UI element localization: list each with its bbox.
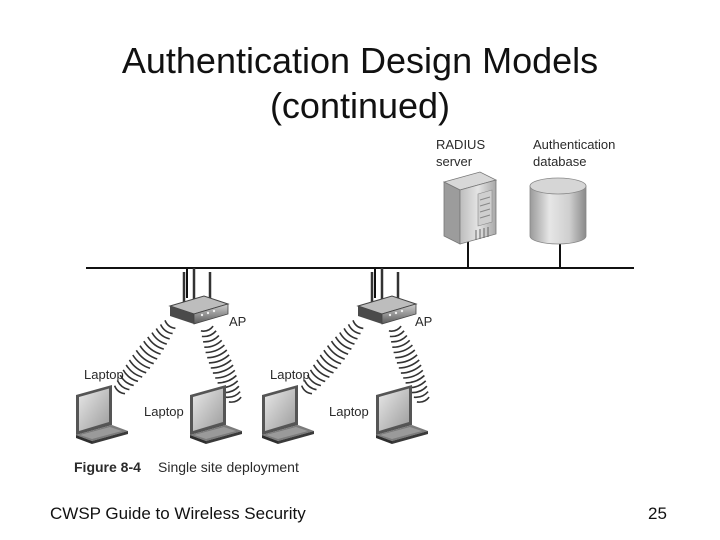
page-number: 25 [648,504,667,523]
signal-wave-arc [159,324,173,335]
signal-wave-arc [210,359,232,369]
signal-wave-arc [339,332,355,345]
signal-wave-arc [393,344,413,354]
radius-label-line1: RADIUS [436,137,485,152]
signal-wave-arc [330,340,349,355]
signal-wave-arc [403,369,424,379]
ap-label-2: AP [415,314,432,329]
signal-wave-arc [139,345,158,360]
signal-wave-arc [400,364,422,374]
signal-wave-arc [113,385,126,395]
signal-wave-arc [391,334,408,343]
signal-wave-arc [312,364,330,378]
laptop-icon-2 [190,385,242,444]
signal-wave-arc [300,385,313,395]
access-point-icon-1 [168,266,230,326]
slide-footer: CWSP Guide to Wireless Security [50,504,306,523]
signal-wave-arc [225,391,241,399]
signal-wave-arc [205,344,225,354]
laptop-label-2: Laptop [144,404,184,419]
signal-wave-arc [413,391,429,399]
auth-label-line2: database [533,154,587,169]
signal-wave-arc [204,339,223,349]
signal-wave-arc [347,323,361,335]
signal-wave-arc [398,359,420,369]
radius-server-icon [442,171,498,245]
signal-wave-arc [116,380,130,391]
signal-wave-arc [228,396,242,403]
slide-title: Authentication Design Models (continued) [0,38,720,128]
signal-wave-arc [147,336,165,350]
laptop-icon-1 [76,385,128,444]
signal-wave-arc [151,332,168,345]
signal-wave-arc [132,354,151,370]
signal-wave-arc [389,330,405,338]
signal-wave-arc [128,359,147,374]
laptop-icon-4 [376,385,428,444]
access-point-icon-2 [356,266,418,326]
signal-wave-arc [405,374,425,384]
signal-wave-arc [326,345,345,360]
signal-wave-arc [208,354,230,364]
signal-wave-arc [119,374,134,387]
signal-wave-arc [395,349,416,359]
radius-label-line2: server [436,154,473,169]
signal-wave-arc [343,328,358,340]
signal-wave-arc [309,369,326,383]
signal-wave-arc [125,364,143,378]
signal-wave-arc [396,354,418,364]
auth-label-line1: Authentication [533,137,615,152]
signal-wave-arc [352,319,364,330]
signal-wave-arc [411,385,428,394]
signal-wave-arc [212,364,234,374]
signal-wave-arc [207,349,228,359]
database-cylinder-icon [529,177,587,245]
signal-wave-arc [323,349,342,365]
signal-wave-arc [122,369,139,383]
wireless-signal-waves [113,319,430,403]
signal-wave-arc [306,374,322,387]
signal-wave-arc [201,330,217,338]
signal-wave-arc [416,396,430,403]
signal-wave-arc [319,354,338,370]
signal-wave-arc [164,319,176,330]
signal-wave-arc [200,325,214,332]
laptop-label-4: Laptop [329,404,369,419]
signal-wave-arc [316,359,334,374]
signal-wave-arc [215,369,236,379]
signal-wave-arc [155,328,170,340]
slide-title-line2: (continued) [269,85,451,126]
signal-wave-arc [143,340,161,355]
ap-label-1: AP [229,314,246,329]
signal-wave-arc [303,379,317,391]
figure-caption-text: Single site deployment [158,459,299,475]
figure-caption-number: Figure 8-4 [74,459,141,475]
signal-wave-arc [392,339,411,349]
laptop-label-3: Laptop [270,367,310,382]
laptop-label-1: Laptop [84,367,124,382]
signal-wave-arc [203,334,220,343]
signal-wave-arc [135,349,154,365]
signal-wave-arc [388,325,402,332]
laptop-icon-3 [262,385,314,444]
signal-wave-arc [217,374,237,384]
signal-wave-arc [334,336,352,350]
slide-title-line1: Authentication Design Models [121,40,599,81]
